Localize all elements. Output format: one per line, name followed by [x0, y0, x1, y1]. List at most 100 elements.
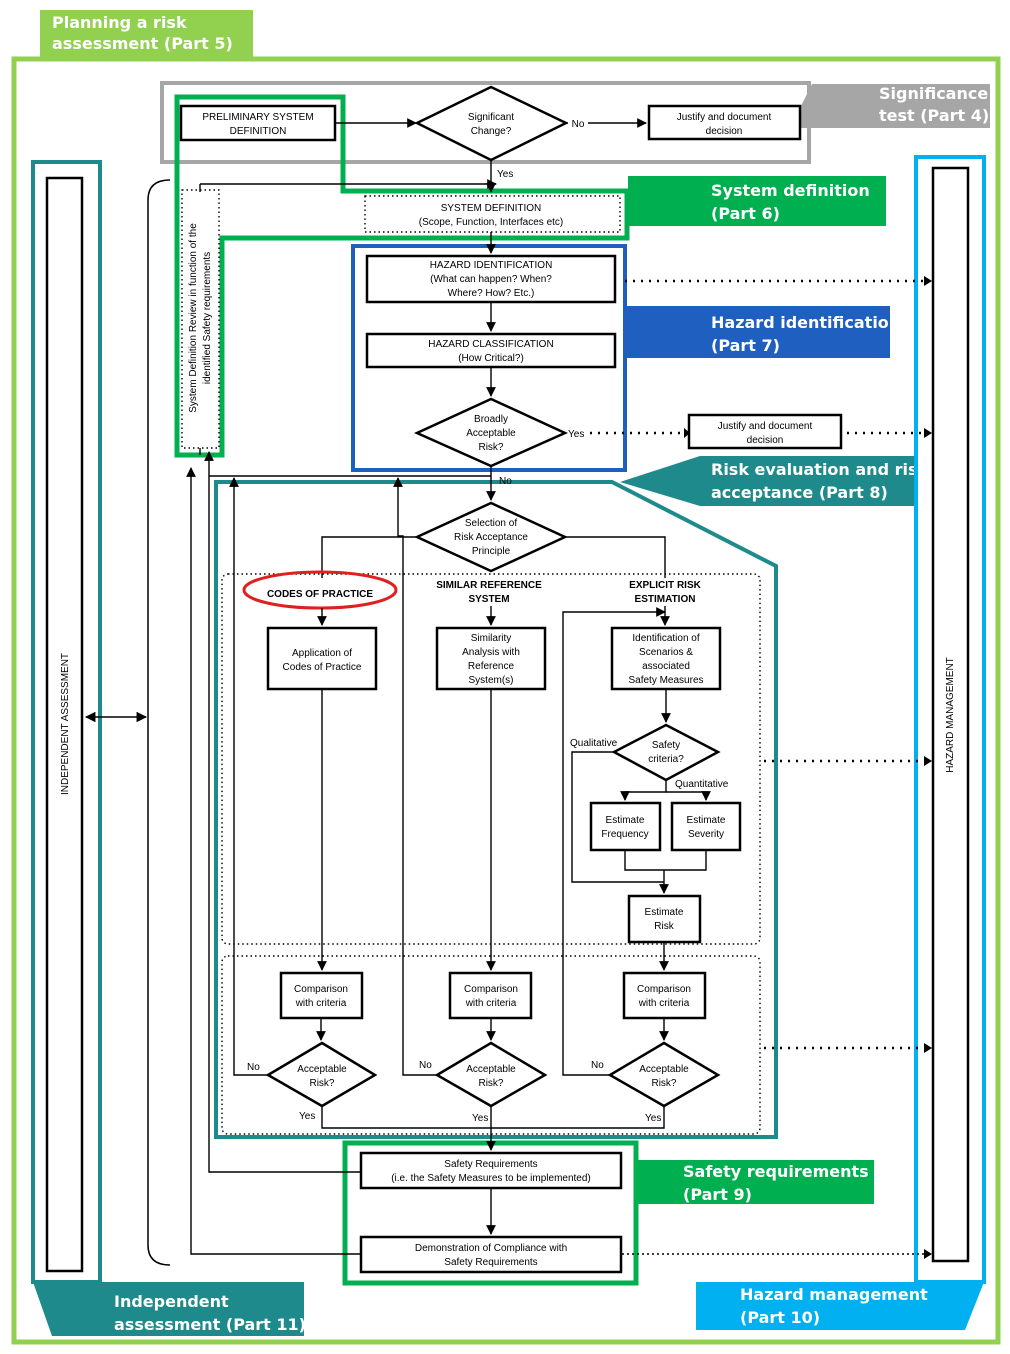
demo-line2: Safety Requirements: [444, 1257, 537, 1268]
similarity-line3: Reference: [468, 661, 515, 672]
significance-title-line1: Significance: [879, 84, 988, 103]
srs-header-line2: SYSTEM: [468, 594, 509, 605]
risk-evaluation-band: [620, 456, 914, 506]
independent-assessment-title-line2: assessment (Part 11): [114, 1315, 306, 1334]
significance-frame: [160, 81, 811, 164]
codes-of-practice-highlight: [242, 570, 398, 610]
criteria-line1: Safety: [652, 740, 680, 751]
no-loop-ere: [562, 607, 666, 1076]
ere-header-line1: EXPLICIT RISK: [629, 580, 701, 591]
broadly-line2: Acceptable: [466, 428, 516, 439]
review-text-line2: identified Safety requirements: [202, 252, 213, 384]
yes-label-ere: Yes: [645, 1113, 661, 1124]
comp3-line1: Comparison: [637, 984, 691, 995]
acc1-line2: Risk?: [309, 1078, 334, 1089]
sev-line2: Severity: [688, 829, 724, 840]
criteria-line2: criteria?: [648, 754, 684, 765]
hazard-management-bar: [931, 166, 970, 1263]
yes-label-srs: Yes: [472, 1113, 488, 1124]
preliminary-line1: PRELIMINARY SYSTEM: [202, 112, 313, 123]
justify-decision-box-2: [687, 413, 843, 450]
broadly-line1: Broadly: [474, 414, 508, 425]
sysdef-line1: SYSTEM DEFINITION: [441, 203, 542, 214]
risk-evaluation-title-line1: Risk evaluation and risk: [711, 460, 928, 479]
yes-label-cop: Yes: [299, 1111, 315, 1122]
no-loop-cop: [229, 477, 268, 1076]
hazard-management-title-line2: (Part 10): [740, 1308, 820, 1327]
acc1-line1: Acceptable: [297, 1064, 347, 1075]
system-definition-title-line2: (Part 6): [711, 204, 780, 223]
independent-assessment-title-line1: Independent: [114, 1292, 229, 1311]
hazard-identification-band: [625, 306, 890, 358]
sev-line1: Estimate: [687, 815, 726, 826]
merge-line: [664, 850, 707, 871]
system-definition-band: [628, 176, 886, 226]
planning-title-line1: Planning a risk: [52, 13, 187, 32]
branch-line: [666, 791, 711, 801]
qualitative-label: Qualitative: [570, 738, 618, 749]
hazclass-line1: HAZARD CLASSIFICATION: [428, 339, 553, 350]
significance-band: [790, 84, 990, 128]
feedback-line: [186, 467, 361, 1255]
no-label-ere: No: [591, 1060, 604, 1071]
independent-assessment-band: [33, 1282, 304, 1336]
safety-req-line1: Safety Requirements: [444, 1159, 537, 1170]
acc2-line2: Risk?: [478, 1078, 503, 1089]
branch-line: [321, 536, 417, 578]
identification-line2: Scenarios &: [639, 647, 693, 658]
no-label-significant: No: [572, 119, 585, 130]
branch-line: [565, 536, 666, 578]
system-definition-title-line1: System definition: [711, 181, 870, 200]
demonstration-compliance-box: [359, 1235, 623, 1274]
estimate-severity-box: [670, 801, 742, 852]
hazard-management-title-line1: Hazard management: [740, 1285, 928, 1304]
preliminary-system-definition-box: [179, 104, 337, 142]
acc3-line1: Acceptable: [639, 1064, 689, 1075]
qualitative-path: [571, 751, 664, 883]
similarity-line1: Similarity: [471, 633, 512, 644]
planning-band: [40, 10, 253, 57]
identification-line4: Safety Measures: [628, 675, 703, 686]
no-label-srs: No: [419, 1060, 432, 1071]
comparison-box-cop: [279, 971, 364, 1020]
similarity-line4: System(s): [469, 675, 514, 686]
cop-header: CODES OF PRACTICE: [267, 589, 373, 600]
application-codes-box: [266, 626, 378, 691]
comparison-box-srs: [448, 971, 533, 1020]
justify2-line1: Justify and document: [718, 421, 813, 432]
quantitative-label: Quantitative: [675, 779, 729, 790]
safety-requirements-title-line2: (Part 9): [683, 1185, 752, 1204]
hazid-line2: (What can happen? When?: [430, 274, 552, 285]
identification-line1: Identification of: [632, 633, 699, 644]
estimate-frequency-box: [589, 801, 662, 852]
hazid-line1: HAZARD IDENTIFICATION: [430, 260, 553, 271]
comp1-line1: Comparison: [294, 984, 348, 995]
method-region: [221, 573, 761, 945]
no-label-cop: No: [247, 1062, 260, 1073]
similarity-line2: Analysis with: [462, 647, 520, 658]
no-label-broadly: No: [499, 476, 512, 487]
demo-line1: Demonstration of Compliance with: [415, 1243, 567, 1254]
no-loop-srs: [393, 477, 437, 1076]
selection-line1: Selection of: [465, 518, 517, 529]
independent-assessment-label: INDEPENDENT ASSESSMENT: [60, 653, 71, 795]
significant-change-decision: [414, 85, 569, 162]
independent-assessment-bar: [45, 176, 84, 1273]
safety-req-line2: (i.e. the Safety Measures to be implemen…: [391, 1173, 591, 1184]
planning-title-line2: assessment (Part 5): [52, 34, 233, 53]
safety-criteria-decision: [611, 723, 721, 782]
risk-evaluation-title-line2: acceptance (Part 8): [711, 483, 888, 502]
safety-requirements-title-line1: Safety requirements: [683, 1162, 869, 1181]
appcop-line2: Codes of Practice: [283, 662, 362, 673]
identification-line3: associated: [642, 661, 690, 672]
justify1-line2: decision: [706, 126, 743, 137]
system-definition-box: [364, 195, 621, 233]
hazard-identification-title-line2: (Part 7): [711, 336, 780, 355]
comp3-line2: with criteria: [638, 998, 690, 1009]
yes-path: [321, 1106, 491, 1129]
planning-frame: [11, 56, 1001, 1345]
justify-decision-box-1: [647, 104, 802, 141]
acc2-line1: Acceptable: [466, 1064, 516, 1075]
selection-principle-decision: [414, 501, 568, 573]
